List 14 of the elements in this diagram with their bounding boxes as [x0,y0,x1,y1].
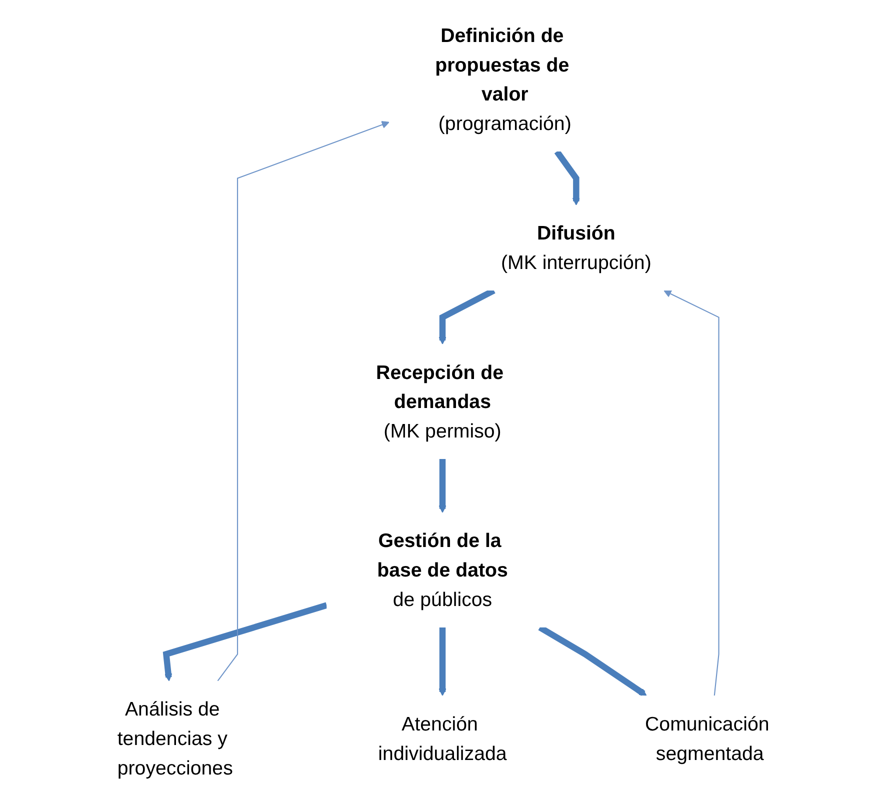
arrow [162,602,328,682]
node-text: Difusión (MK interrupción) [501,222,652,274]
arrow [217,120,390,682]
arrow [538,624,647,696]
arrow [438,458,446,513]
node-text: Atención individualizada [378,712,507,764]
node-text: Recepción de demandas (MK permiso) [376,360,504,442]
arrow [554,150,580,206]
node-text: Gestión de la base de datos de públicos [377,529,508,610]
arrow [438,627,446,696]
node-text: Definición de propuestas de valor (programación) [435,24,572,135]
node-text: Análisis de tendencias y proyecciones [117,698,233,779]
node-text: Comunicación segmentada [645,712,770,764]
arrow [664,290,720,696]
